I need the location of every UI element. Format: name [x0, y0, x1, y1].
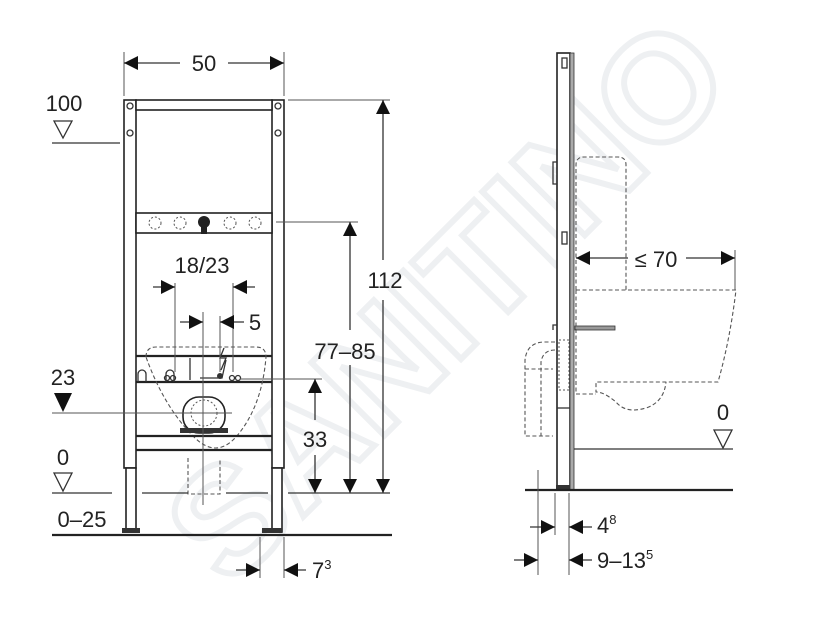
drain-offset-dimension: 5: [249, 310, 261, 335]
left-foot: [125, 467, 137, 533]
drain-connector: [182, 396, 226, 434]
level-open-triangle-icon: [712, 429, 734, 450]
electric-symbol-icon: [219, 347, 227, 371]
frame-depth-dimension: 48: [597, 512, 616, 538]
right-foot-plate: [262, 528, 282, 533]
total-height-dimension: 112: [367, 268, 402, 293]
width-dimension: 50: [192, 51, 216, 76]
projection-dimension: ≤ 70: [635, 247, 678, 272]
foot-depth-dimension: 73: [312, 557, 331, 583]
level-open-triangle-icon: [52, 472, 74, 493]
right-foot: [271, 467, 283, 533]
frame-side: [556, 52, 571, 491]
drain-spacing-dimension: 18/23: [174, 253, 229, 278]
outlet-height-dimension: 33: [303, 427, 327, 452]
toilet-outline: [145, 346, 267, 449]
level-open-triangle-icon: [52, 120, 74, 140]
floor-level-label: 0: [57, 445, 69, 470]
svg-text:SANITINO: SANITINO: [134, 0, 760, 613]
front-view: 50 100 112 77–85 33 18/23 5 23: [46, 51, 403, 583]
side-view: ≤ 70 0 48 9–135: [514, 52, 737, 575]
rail-height-dimension: 77–85: [314, 339, 375, 364]
outlet-level-label: 23: [51, 365, 75, 390]
right-post: [271, 99, 285, 469]
level-filled-triangle-icon: [54, 393, 72, 412]
wall-distance-dimension: 9–135: [597, 547, 653, 573]
foot-adjust-label: 0–25: [58, 507, 107, 532]
watermark: SANITINO: [131, 0, 763, 616]
drain-pipe-outline: [524, 341, 556, 437]
top-level-label: 100: [46, 91, 83, 116]
top-crossbar: [135, 99, 273, 111]
side-floor-level-label: 0: [717, 400, 729, 425]
bowl-outline: [575, 289, 737, 411]
left-foot-plate: [122, 528, 140, 533]
